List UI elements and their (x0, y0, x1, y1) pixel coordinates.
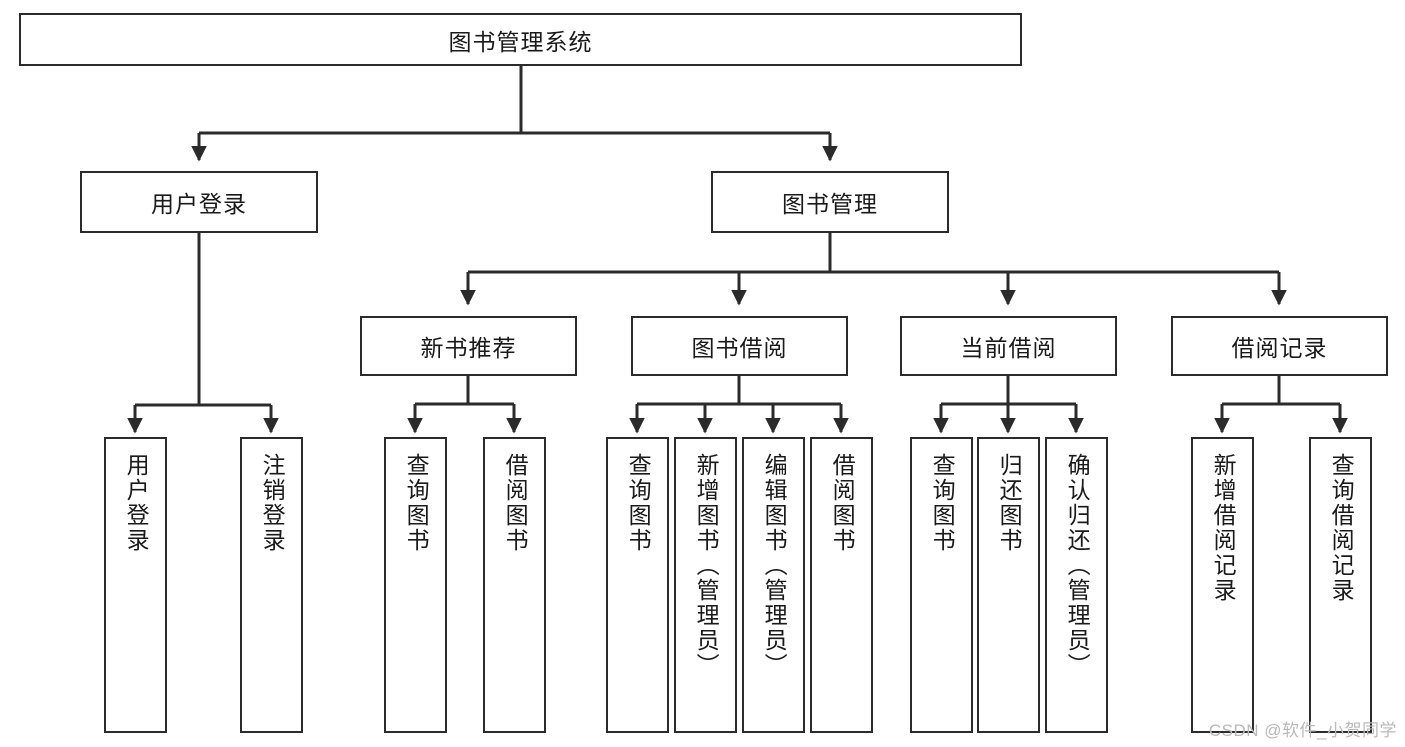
node-label: 查询图书 (403, 453, 430, 553)
node-label: 注销登录 (259, 453, 286, 553)
node-user-login[interactable]: 用户登录 (80, 171, 318, 233)
node-label: 编辑图书（管理员） (761, 453, 788, 678)
node-leaf-query-book-1[interactable]: 查询图书 (384, 437, 447, 733)
node-label: 图书管理系统 (448, 28, 593, 55)
node-leaf-user-logout[interactable]: 注销登录 (240, 437, 303, 733)
node-label: 新增借阅记录 (1210, 453, 1237, 603)
node-current-borrow[interactable]: 当前借阅 (900, 316, 1117, 376)
node-label: 归还图书 (996, 453, 1023, 553)
node-leaf-query-record[interactable]: 查询借阅记录 (1309, 437, 1372, 733)
node-label: 借阅图书 (502, 453, 529, 553)
node-label: 查询图书 (929, 453, 956, 553)
node-label: 新书推荐 (420, 335, 517, 361)
node-label: 借阅记录 (1231, 335, 1328, 361)
node-leaf-add-book[interactable]: 新增图书（管理员） (674, 437, 737, 733)
node-leaf-query-book-3[interactable]: 查询图书 (910, 437, 973, 733)
node-book-manage[interactable]: 图书管理 (711, 171, 949, 233)
node-label: 借阅图书 (829, 453, 856, 553)
node-leaf-query-book-2[interactable]: 查询图书 (606, 437, 669, 733)
node-label: 图书借阅 (691, 335, 788, 361)
node-book-management-system[interactable]: 图书管理系统 (19, 13, 1022, 66)
node-label: 查询借阅记录 (1328, 453, 1355, 603)
node-label: 确认归还（管理员） (1064, 453, 1091, 678)
node-leaf-edit-book[interactable]: 编辑图书（管理员） (742, 437, 805, 733)
node-new-book-rec[interactable]: 新书推荐 (360, 316, 577, 376)
node-leaf-add-record[interactable]: 新增借阅记录 (1191, 437, 1254, 733)
node-label: 用户登录 (123, 453, 150, 553)
node-leaf-confirm-return[interactable]: 确认归还（管理员） (1045, 437, 1108, 733)
node-leaf-borrow-book-2[interactable]: 借阅图书 (810, 437, 873, 733)
node-label: 图书管理 (782, 191, 878, 217)
node-leaf-user-login[interactable]: 用户登录 (104, 437, 167, 733)
node-leaf-return-book[interactable]: 归还图书 (977, 437, 1040, 733)
node-label: 用户登录 (151, 191, 247, 217)
node-book-borrow[interactable]: 图书借阅 (631, 316, 848, 376)
node-leaf-borrow-book-1[interactable]: 借阅图书 (483, 437, 546, 733)
node-label: 当前借阅 (960, 335, 1057, 361)
node-label: 新增图书（管理员） (693, 453, 720, 678)
node-label: 查询图书 (625, 453, 652, 553)
node-borrow-record[interactable]: 借阅记录 (1171, 316, 1388, 376)
